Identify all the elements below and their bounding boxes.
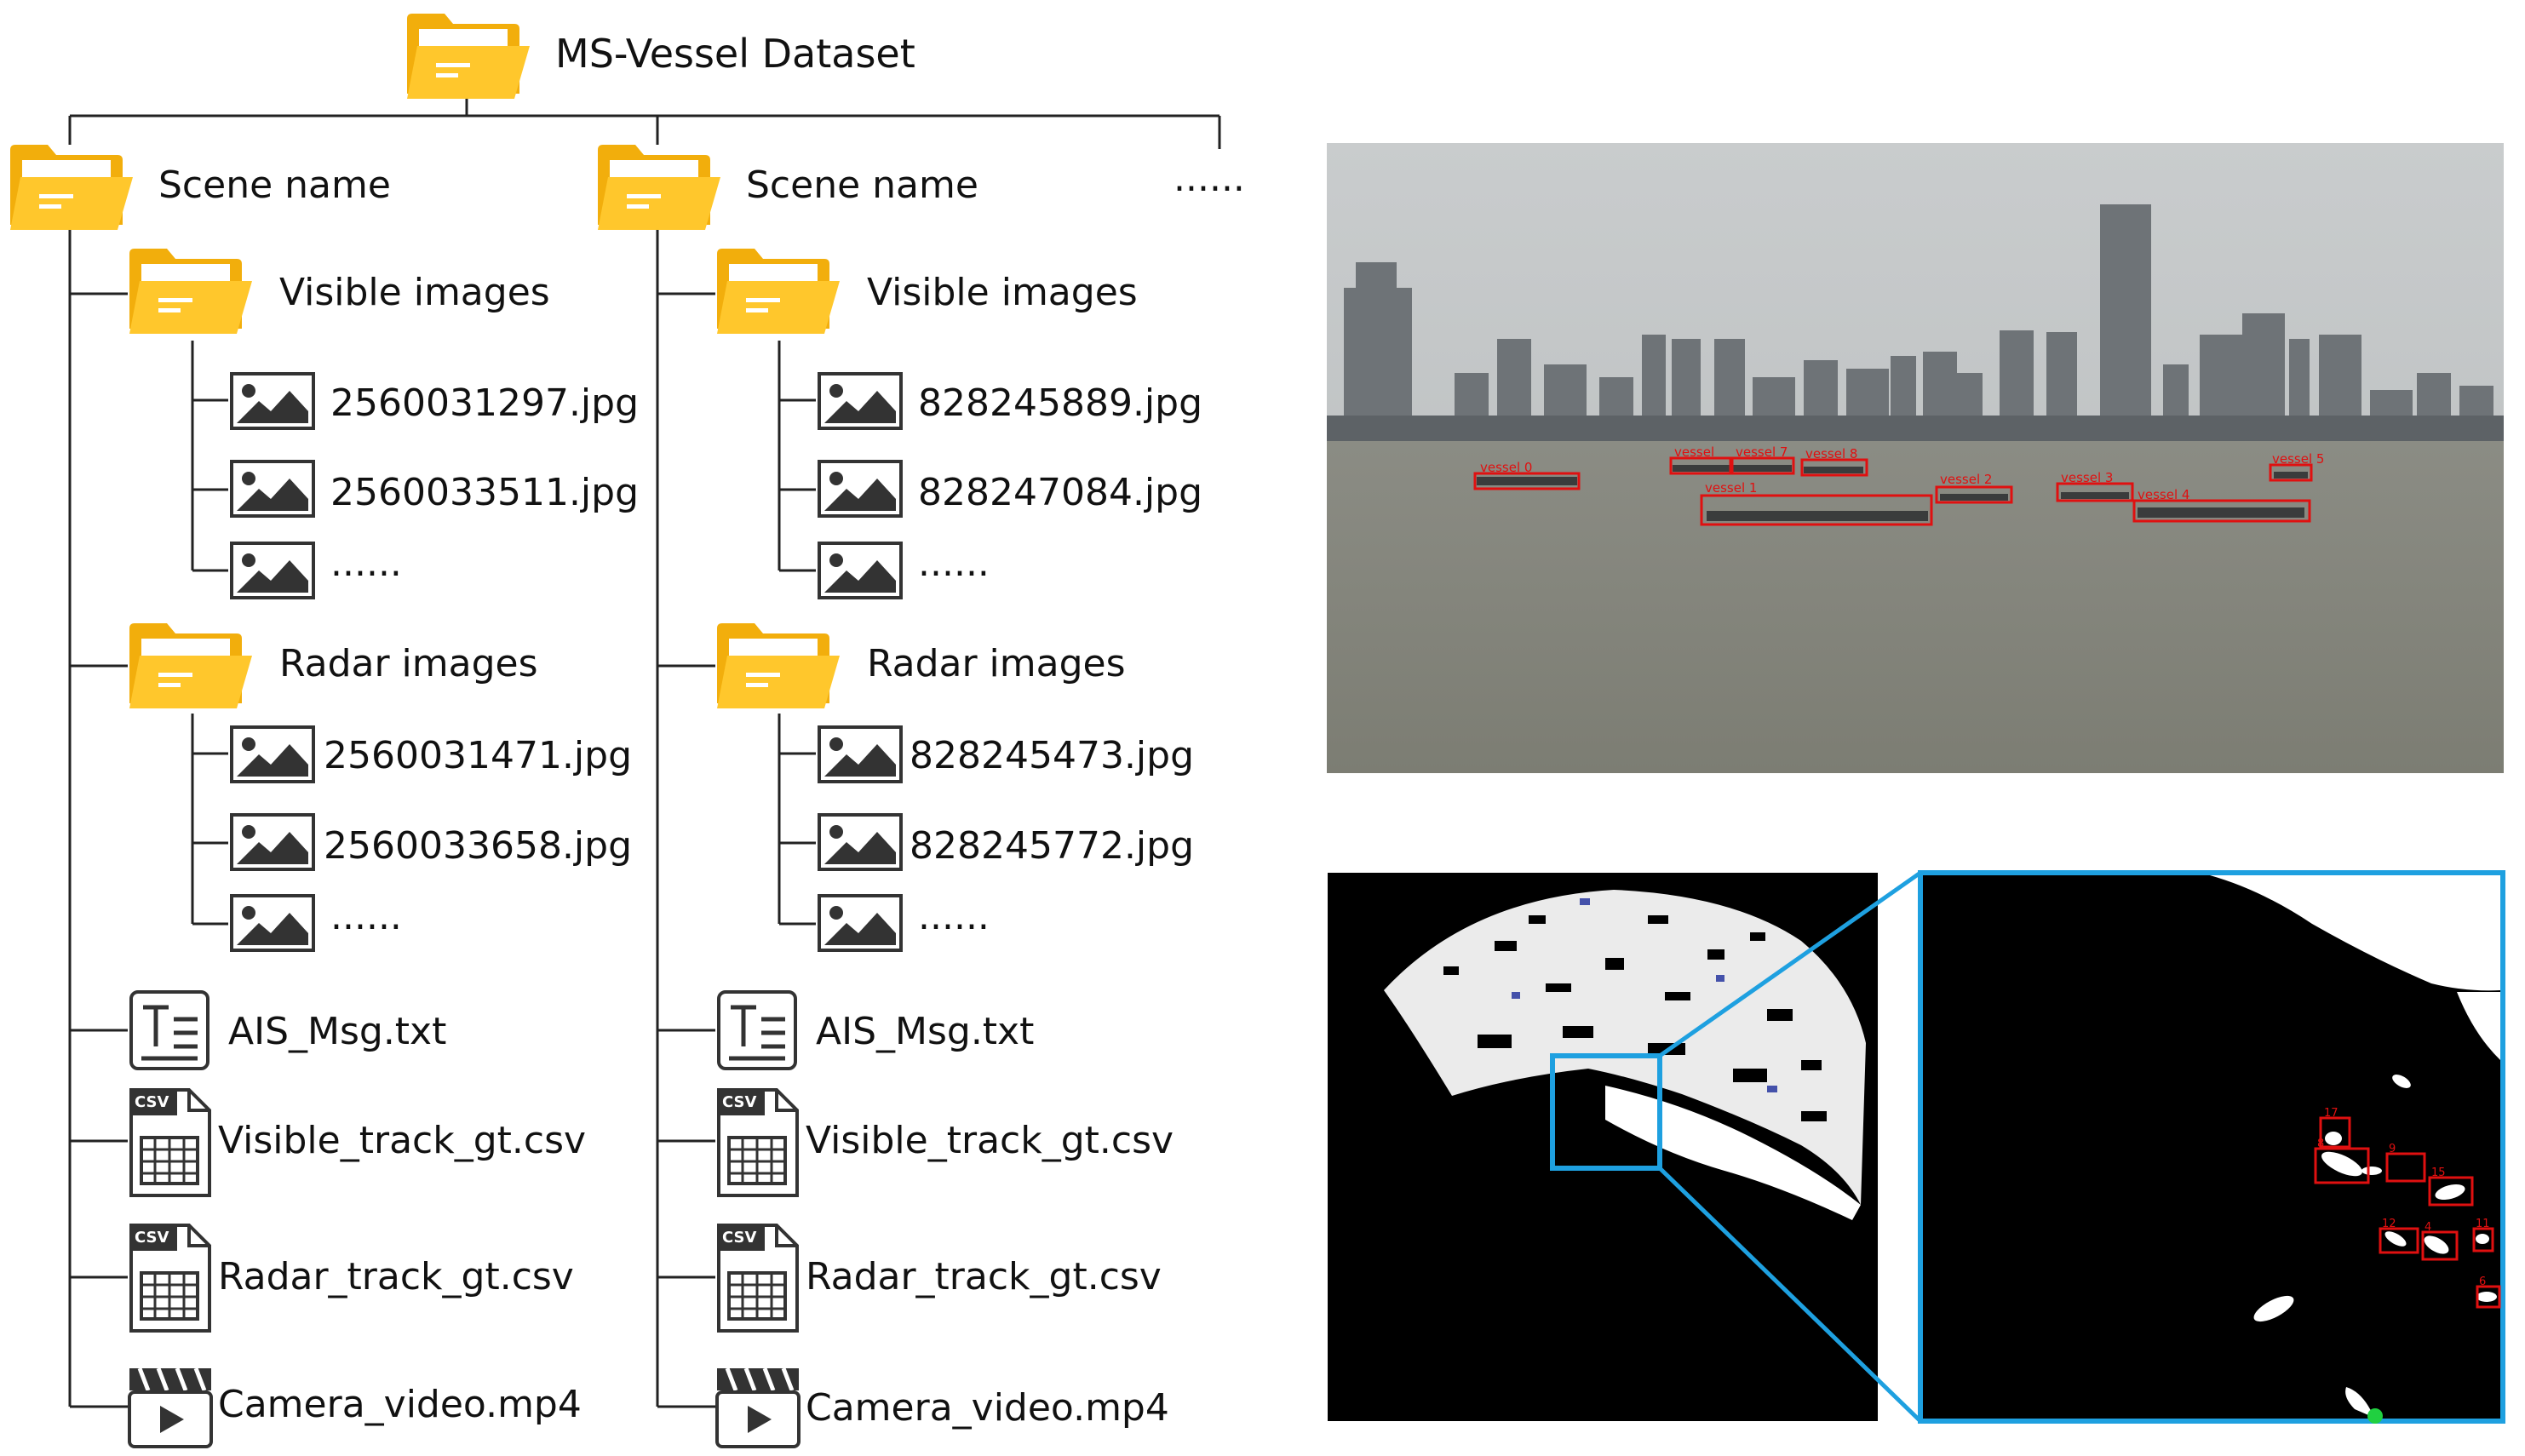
- detection-label: vessel: [1674, 444, 1714, 460]
- csv-badge: CSV: [722, 1229, 757, 1247]
- detection-label: 11: [2476, 1218, 2490, 1230]
- more-scenes-ellipsis: ......: [1174, 157, 1245, 200]
- detection-box: [2472, 1227, 2494, 1253]
- text-file-icon: [719, 992, 795, 1069]
- image-file-icon: [818, 372, 903, 430]
- zoom-region: [1550, 1053, 1662, 1171]
- detection-label: vessel 8: [1805, 446, 1857, 461]
- file-label: 2560031297.jpg: [330, 381, 640, 425]
- radar-folder-label: Radar images: [279, 642, 538, 685]
- file-ellipsis: ......: [330, 542, 402, 585]
- file-label: 2560033658.jpg: [324, 824, 633, 868]
- image-file-icon: [230, 542, 315, 599]
- visible-gt-label: Visible_track_gt.csv: [218, 1119, 587, 1162]
- file-ellipsis: ......: [918, 542, 990, 585]
- own-ship-marker: [2367, 1408, 2383, 1424]
- video-file-label: Camera_video.mp4: [218, 1383, 582, 1426]
- image-file-icon: [818, 725, 903, 783]
- visible-gt-label: Visible_track_gt.csv: [806, 1119, 1174, 1162]
- video-file-icon: [717, 1368, 799, 1447]
- file-label: 828245772.jpg: [910, 824, 1195, 868]
- image-file-icon: [230, 725, 315, 783]
- detection-box: [1800, 458, 1868, 477]
- image-file-icon: [230, 813, 315, 871]
- detection-label: vessel 7: [1736, 444, 1788, 460]
- file-label: 828245473.jpg: [910, 734, 1195, 777]
- folder-icon: [717, 623, 840, 708]
- detection-box: [2476, 1285, 2501, 1309]
- scene-folder-label: Scene name: [158, 163, 391, 207]
- file-label: 2560033511.jpg: [330, 471, 640, 514]
- radar-gt-label: Radar_track_gt.csv: [806, 1255, 1162, 1298]
- ais-file-label: AIS_Msg.txt: [816, 1010, 1035, 1053]
- text-file-icon: [131, 992, 208, 1069]
- detection-label: 15: [2431, 1167, 2446, 1179]
- csv-badge: CSV: [135, 1093, 169, 1111]
- detection-label: vessel 2: [1940, 472, 1992, 487]
- folder-icon: [407, 14, 530, 99]
- radar-gt-label: Radar_track_gt.csv: [218, 1255, 574, 1298]
- detection-box: [1700, 494, 1933, 526]
- detection-box: [2314, 1147, 2370, 1184]
- detection-box: [1473, 472, 1581, 490]
- detection-box: [2385, 1152, 2426, 1183]
- detection-label: 12: [2382, 1218, 2396, 1230]
- image-file-icon: [230, 372, 315, 430]
- file-ellipsis: ......: [330, 895, 402, 938]
- detection-label: 9: [2389, 1143, 2396, 1155]
- detection-box: [2132, 499, 2311, 523]
- detection-box: [2379, 1227, 2419, 1254]
- folder-icon: [129, 623, 252, 708]
- folder-icon: [717, 249, 840, 334]
- file-label: 2560031471.jpg: [324, 734, 633, 777]
- visible-camera-image: vessel 0 vessel 1 vessel 2 vessel 3 vess…: [1327, 143, 2504, 773]
- file-ellipsis: ......: [918, 895, 990, 938]
- radar-panel: 17 8 9 15 12 4 11 6: [1328, 870, 2505, 1424]
- folder-icon: [129, 249, 252, 334]
- directory-tree: CSV CSV CSV CSV: [10, 14, 1221, 1456]
- image-file-icon: [230, 460, 315, 518]
- scene-folder-label: Scene name: [746, 163, 978, 207]
- image-file-icon: [818, 460, 903, 518]
- detection-label: vessel 4: [2138, 487, 2189, 502]
- image-file-icon: [818, 813, 903, 871]
- detection-label: vessel 1: [1705, 480, 1757, 496]
- file-label: 828245889.jpg: [918, 381, 1203, 425]
- folder-icon: [10, 145, 133, 230]
- detection-label: vessel 0: [1480, 460, 1532, 475]
- video-file-icon: [129, 1368, 211, 1447]
- detection-box: [2056, 482, 2134, 502]
- visible-folder-label: Visible images: [279, 271, 550, 314]
- detection-label: 8: [2317, 1138, 2324, 1150]
- detection-label: 17: [2324, 1107, 2338, 1120]
- detection-label: 4: [2425, 1221, 2431, 1234]
- detection-label: vessel 3: [2061, 470, 2113, 485]
- detection-box: [1730, 456, 1795, 475]
- ais-file-label: AIS_Msg.txt: [228, 1010, 447, 1053]
- detection-label: vessel 5: [2272, 451, 2324, 467]
- radar-folder-label: Radar images: [867, 642, 1126, 685]
- detection-box: [2269, 463, 2313, 482]
- image-file-icon: [230, 894, 315, 952]
- visible-folder-label: Visible images: [867, 271, 1138, 314]
- image-file-icon: [818, 542, 903, 599]
- folder-icon: [598, 145, 720, 230]
- root-folder-label: MS-Vessel Dataset: [555, 31, 915, 77]
- detection-label: 6: [2479, 1275, 2486, 1288]
- detection-box: [1935, 485, 2013, 504]
- video-file-label: Camera_video.mp4: [806, 1386, 1169, 1430]
- detection-box: [2319, 1116, 2351, 1149]
- csv-badge: CSV: [722, 1093, 757, 1111]
- image-file-icon: [818, 894, 903, 952]
- file-label: 828247084.jpg: [918, 471, 1203, 514]
- csv-badge: CSV: [135, 1229, 169, 1247]
- detection-box: [2421, 1230, 2459, 1261]
- detection-box: [1669, 456, 1732, 475]
- detection-box: [2428, 1176, 2474, 1207]
